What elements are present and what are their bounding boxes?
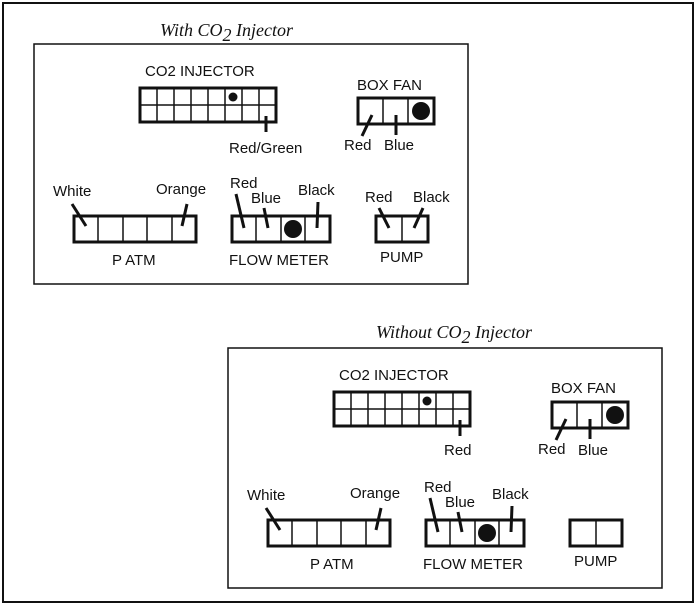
flow-meter-connector: Red Blue Black FLOW METER — [229, 175, 335, 269]
flow-meter-connector: Red Blue Black FLOW METER — [423, 479, 529, 573]
pump-wire-black-label: Black — [413, 189, 450, 206]
wire — [315, 201, 320, 229]
pump-label: PUMP — [574, 553, 617, 570]
box-fan-label: BOX FAN — [357, 77, 422, 94]
panel-title: Without CO2 Injector — [376, 322, 533, 347]
pump-wire-red-label: Red — [365, 189, 393, 206]
pin-marker — [606, 406, 624, 424]
patm-label: P ATM — [112, 252, 156, 269]
box-fan-label: BOX FAN — [551, 380, 616, 397]
pin-marker — [412, 102, 430, 120]
fan-wire-red-label: Red — [344, 137, 372, 154]
flow-wire-black-label: Black — [298, 182, 335, 199]
panel-without-co2: Without CO2 Injector CO2 INJECTOR Red BO… — [227, 322, 663, 589]
patm-wire-orange-label: Orange — [350, 485, 400, 502]
flow-meter-label: FLOW METER — [423, 556, 523, 573]
wire — [180, 203, 189, 227]
wire — [262, 207, 270, 229]
panel-title: With CO2 Injector — [160, 20, 294, 45]
wire — [264, 507, 282, 531]
outer-frame — [2, 2, 694, 603]
wire — [456, 511, 464, 533]
co2-injector-label: CO2 INJECTOR — [145, 63, 255, 80]
wire — [360, 114, 374, 137]
flow-wire-blue-label: Blue — [445, 494, 475, 511]
pin-marker — [422, 396, 432, 406]
pump-label: PUMP — [380, 249, 423, 266]
wire — [374, 507, 383, 531]
flow-meter-label: FLOW METER — [229, 252, 329, 269]
fan-wire-red-label: Red — [538, 441, 566, 458]
pin-marker — [228, 92, 238, 102]
panel-box — [33, 43, 469, 285]
wire — [554, 418, 568, 441]
flow-wire-red-label: Red — [230, 175, 258, 192]
co2-injector-connector: CO2 INJECTOR Red — [332, 367, 472, 459]
box-fan-connector: BOX FAN Red Blue — [538, 380, 630, 459]
wire — [509, 505, 514, 533]
co2-wire-label: Red/Green — [229, 140, 302, 157]
wire — [412, 207, 425, 229]
pump-connector: Red Black PUMP — [365, 189, 450, 266]
co2-injector-connector: CO2 INJECTOR Red/Green — [138, 63, 302, 157]
pin-marker — [284, 220, 302, 238]
flow-wire-black-label: Black — [492, 486, 529, 503]
patm-label: P ATM — [310, 556, 354, 573]
pin-marker — [478, 524, 496, 542]
patm-wire-white-label: White — [247, 487, 285, 504]
wire — [377, 207, 391, 229]
patm-wire-orange-label: Orange — [156, 181, 206, 198]
box-fan-connector: BOX FAN Red Blue — [344, 77, 436, 154]
flow-wire-red-label: Red — [424, 479, 452, 496]
panel-with-co2: With CO2 Injector CO2 INJECTOR Red/Green… — [33, 20, 469, 285]
fan-wire-blue-label: Blue — [578, 442, 608, 459]
patm-connector: White Orange P ATM — [53, 181, 206, 269]
pump-connector: PUMP — [568, 518, 624, 570]
flow-wire-blue-label: Blue — [251, 190, 281, 207]
co2-wire-label: Red — [444, 442, 472, 459]
wire — [234, 193, 246, 229]
co2-injector-label: CO2 INJECTOR — [339, 367, 449, 384]
patm-wire-white-label: White — [53, 183, 91, 200]
wire — [70, 203, 88, 227]
panel-box — [227, 347, 663, 589]
wire — [428, 497, 440, 533]
fan-wire-blue-label: Blue — [384, 137, 414, 154]
patm-connector: White Orange P ATM — [247, 485, 400, 573]
